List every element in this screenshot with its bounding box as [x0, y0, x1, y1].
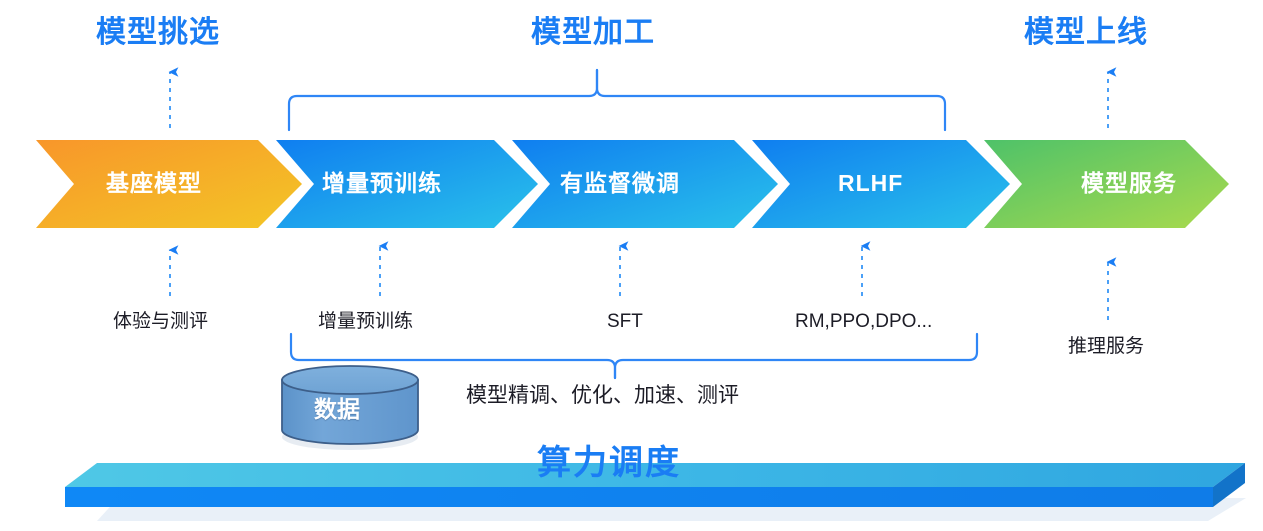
header-model-online: 模型上线 [1024, 16, 1148, 49]
label-incremental-pretrain-note: 增量预训练 [318, 311, 414, 332]
stage-label-model-service: 模型服务 [1081, 170, 1177, 196]
chevron-model-service[interactable] [984, 140, 1229, 228]
caption-tuning-optimization: 模型精调、优化、加速、测评 [466, 384, 739, 407]
label-rl-algorithms-note: RM,PPO,DPO... [795, 311, 933, 332]
top-dashed-arrows [168, 67, 1117, 128]
label-sft-note: SFT [607, 311, 643, 332]
header-model-selection: 模型挑选 [96, 16, 220, 49]
chevron-rlhf[interactable] [752, 140, 1010, 228]
stage-label-rlhf: RLHF [838, 170, 904, 196]
platform-title-compute-scheduling: 算力调度 [537, 444, 681, 482]
top-brace [287, 68, 947, 132]
chevron-incremental-pretrain[interactable] [276, 140, 538, 228]
stage-label-base-model: 基座模型 [106, 170, 202, 196]
data-cylinder-shape[interactable] [281, 365, 419, 450]
bottom-brace [289, 332, 979, 380]
bottom-dashed-arrows [168, 241, 1117, 320]
chevron-base-model[interactable] [36, 140, 302, 228]
platform-right-bevel [1213, 463, 1245, 507]
header-model-processing: 模型加工 [531, 16, 655, 49]
data-cylinder-label: 数据 [314, 396, 360, 422]
stage-label-incremental-pretrain: 增量预训练 [322, 170, 442, 196]
compute-platform-shape [65, 463, 1246, 521]
stage-label-supervised-finetune: 有监督微调 [560, 170, 680, 196]
label-eval-and-benchmark: 体验与测评 [113, 311, 209, 332]
pipeline-chevrons [36, 140, 1229, 228]
platform-top-face [65, 463, 1245, 487]
platform-front-face [65, 487, 1213, 507]
label-inference-service: 推理服务 [1068, 336, 1145, 357]
chevron-supervised-finetune[interactable] [512, 140, 778, 228]
